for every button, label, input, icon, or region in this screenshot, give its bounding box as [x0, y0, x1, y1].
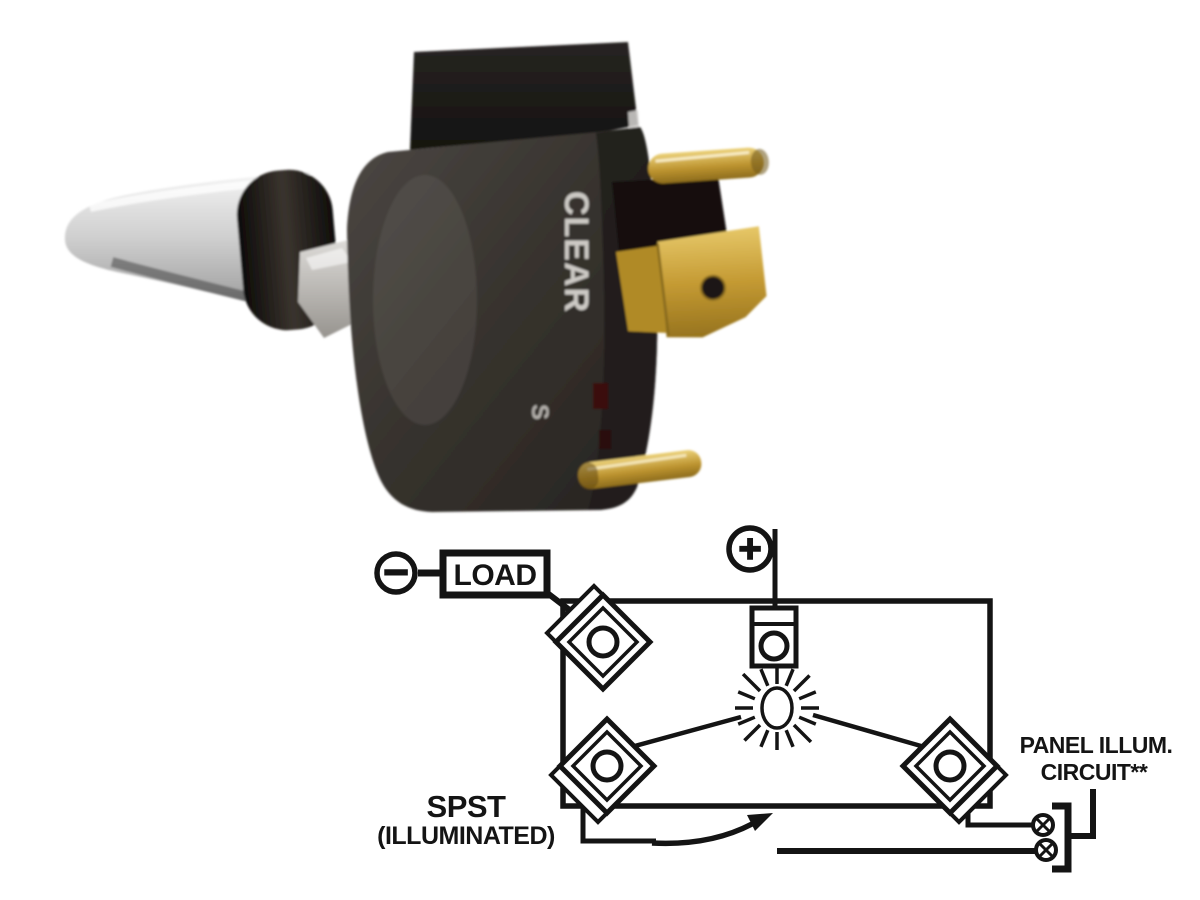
- switch-type-label-line2: (ILLUMINATED): [377, 822, 555, 850]
- spade-terminal: [616, 226, 767, 338]
- plus-terminal-icon: +: [726, 525, 774, 573]
- switch-outline: [560, 598, 993, 809]
- body-red-detail: [599, 430, 611, 449]
- left-exit-wire: [580, 804, 656, 844]
- lamp-lead-right: [812, 712, 922, 749]
- switch-body-marking: S: [526, 404, 553, 420]
- minus-terminal-icon: −: [374, 547, 418, 598]
- switch-type-label-line1: SPST: [427, 789, 507, 824]
- panel-label-connector: [1071, 789, 1096, 839]
- lamp-lead-left: [634, 714, 742, 749]
- toggle-switch-photo: CLEAR S: [64, 42, 769, 512]
- minus-symbol: −: [383, 548, 409, 597]
- switch-lens-label: CLEAR: [557, 191, 595, 313]
- body-red-detail: [593, 383, 608, 409]
- lamp-icon: [735, 666, 819, 750]
- terminal-pin-top: [648, 147, 769, 184]
- screw-terminal-icon: [1031, 813, 1055, 837]
- switch-contact-arrow-icon: [651, 813, 773, 847]
- lamp-rays: [735, 666, 819, 750]
- panel-circuit-label-line2: CIRCUIT**: [1041, 759, 1148, 785]
- panel-circuit-label-line1: PANEL ILLUM.: [1020, 732, 1173, 758]
- wiring-diagram: − + LOAD SPST (ILLUMINATED) PANEL ILLUM.…: [374, 525, 1173, 873]
- screw-bracket: [1052, 802, 1072, 873]
- square-terminal-icon: [749, 605, 799, 669]
- terminal-pin-bottom: [577, 450, 702, 490]
- plus-symbol: +: [738, 527, 761, 571]
- switch-top-cap: [410, 42, 638, 150]
- load-box: LOAD: [439, 549, 551, 599]
- hex-nut-glint: [306, 248, 352, 270]
- load-label: LOAD: [454, 559, 537, 592]
- body-highlight: [373, 175, 477, 425]
- screw-terminal-icon: [1034, 838, 1058, 862]
